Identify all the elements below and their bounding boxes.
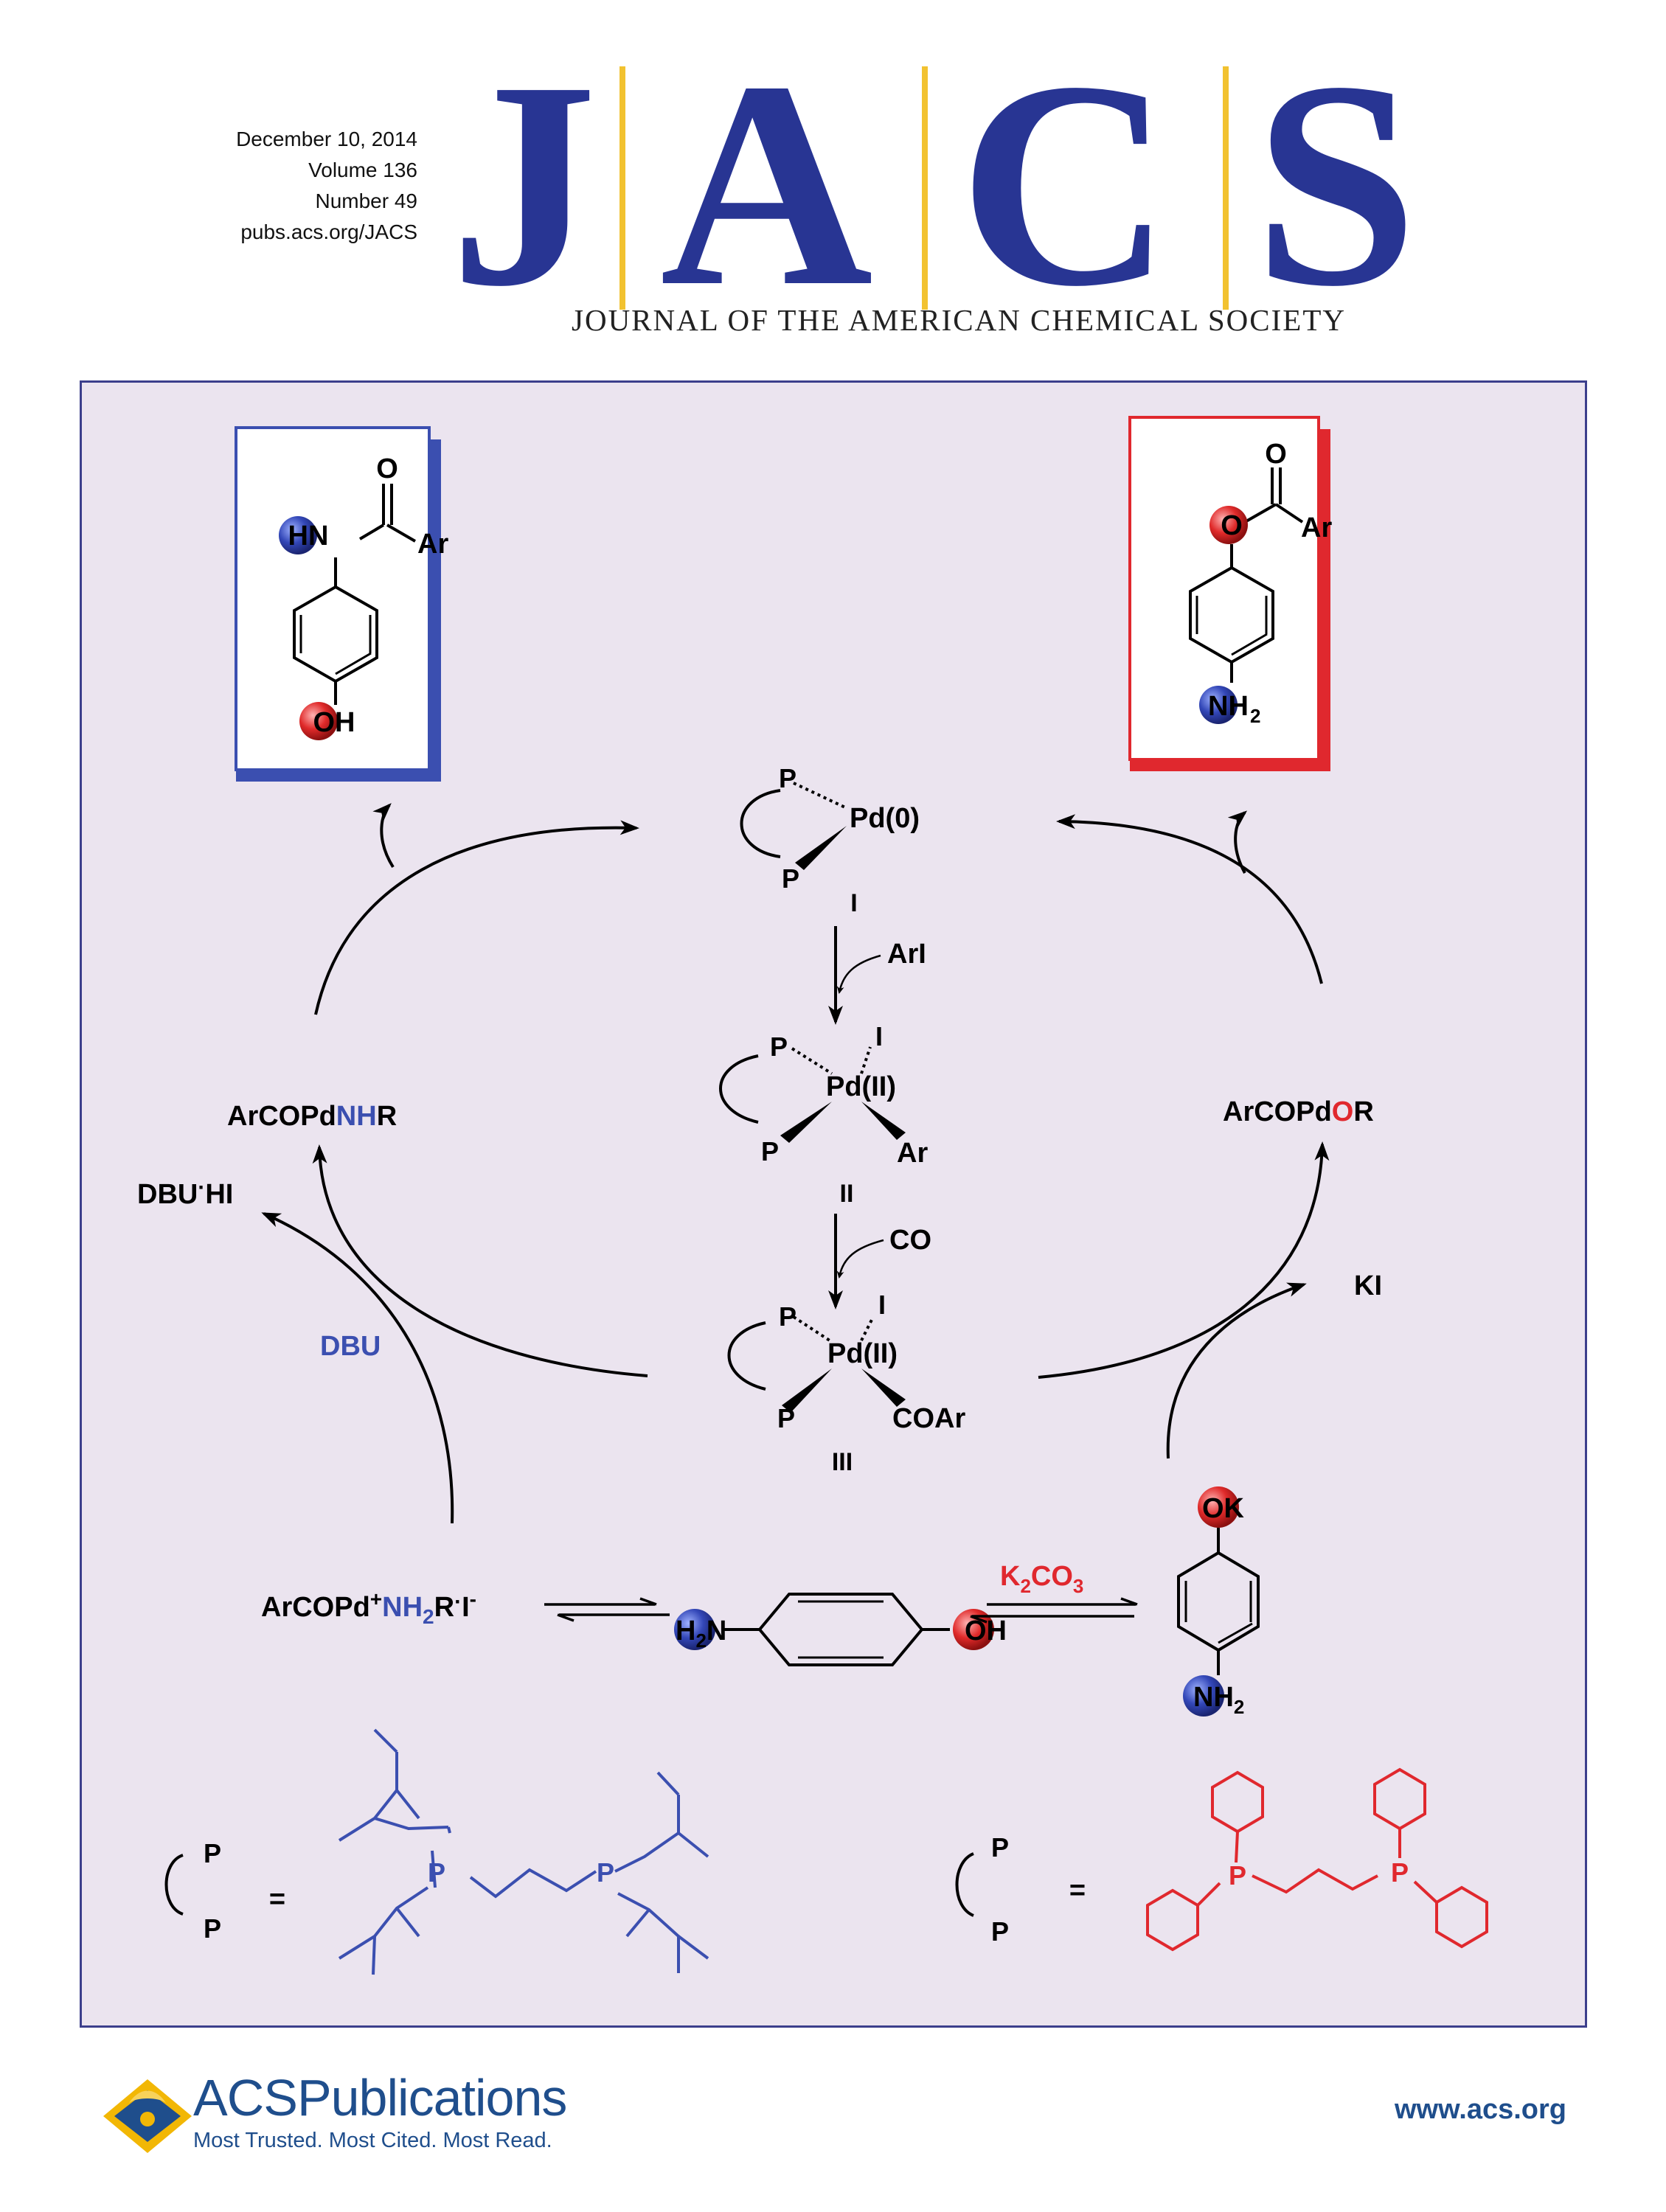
phenoxide-molecule: OK NH2 [1177, 1486, 1260, 1718]
pd0-p-top: P [779, 763, 796, 793]
oxygen-sphere [1198, 1486, 1239, 1528]
amide-product-box: HN O Ar OH [235, 426, 448, 782]
amide-carbonyl-o: O [376, 453, 398, 484]
ki-byproduct: KI [1354, 1270, 1382, 1301]
nitrogen-sphere [1199, 686, 1238, 724]
ester-nh-label: NH [1208, 691, 1249, 722]
equilibrium-arrow [544, 1597, 670, 1622]
acs-logo-icon[interactable] [100, 2072, 195, 2160]
issue-number: Number 49 [315, 189, 417, 212]
pd3-p-top: P [779, 1301, 796, 1332]
issue-url[interactable]: pubs.acs.org/JACS [240, 220, 417, 243]
pd3-iodide: I [878, 1290, 886, 1320]
aminophenol-h2n: H2N [676, 1615, 726, 1652]
pd3-compound-number: III [832, 1448, 853, 1476]
ligand-left-p-a: P [428, 1857, 445, 1888]
acs-publications-brand[interactable]: ACSPublications [193, 2068, 567, 2127]
ammonium-intermediate: ArCOPd+NH2R·I- [261, 1587, 476, 1628]
ligand-right-p-top: P [991, 1832, 1009, 1863]
amide-ar-label: Ar [417, 529, 448, 560]
publications-wordmark: Publications [296, 2069, 567, 2126]
pd2-p-bottom: P [761, 1136, 779, 1166]
pd3-acyl: COAr [892, 1403, 965, 1434]
ligand-left-p-b: P [597, 1857, 614, 1888]
ester-ar-label: Ar [1301, 512, 1332, 543]
alkoxo-intermediate: ArCOPdOR [1223, 1096, 1374, 1127]
ligand-right-p-b: P [1391, 1857, 1409, 1888]
masthead-letter-j: J [450, 21, 597, 347]
journal-masthead: J A C S [442, 37, 1431, 354]
amide-oh-label: OH [313, 707, 355, 738]
acs-website-link[interactable]: www.acs.org [1395, 2094, 1566, 2125]
catalytic-cycle-scheme: HN O Ar OH O O Ar NH 2 [137, 416, 1488, 1975]
dbu-base: DBU [320, 1331, 381, 1362]
masthead-letter-a: A [660, 21, 873, 347]
pd0-p-bottom: P [782, 863, 799, 894]
acs-wordmark: ACS [193, 2069, 298, 2126]
pd2-iodide: I [875, 1021, 883, 1051]
ligand-left-p-bottom: P [204, 1913, 221, 1944]
ligand-right-definition: P P = P P [955, 1767, 1488, 1952]
ligand-left-equals: = [269, 1884, 285, 1915]
amide-hn-label: HN [288, 521, 329, 552]
masthead-divider [619, 66, 625, 310]
ester-nh-subscript: 2 [1250, 705, 1260, 727]
pd2-compound-number: II [840, 1180, 854, 1208]
pd0-metal-label: Pd(0) [850, 803, 920, 834]
masthead-divider [922, 66, 928, 310]
masthead-letter-s: S [1254, 21, 1418, 347]
k2co3-equilibrium: K2CO3 [970, 1561, 1138, 1624]
pd3-p-bottom: P [777, 1403, 795, 1433]
phenoxide-nh2: NH2 [1193, 1682, 1244, 1718]
nitrogen-sphere [674, 1609, 715, 1650]
pd2-metal-label: Pd(II) [826, 1071, 896, 1102]
oxygen-sphere [1209, 506, 1248, 544]
issue-info: December 10, 2014 Volume 136 Number 49 p… [170, 124, 417, 248]
ligand-left-definition: P P = P P [164, 1728, 709, 1975]
dbu-hi-byproduct: DBU·HI [137, 1175, 233, 1210]
masthead-letter-c: C [959, 21, 1172, 347]
ester-product-box: O O Ar NH 2 [1128, 416, 1332, 771]
aminophenol-oh: OH [965, 1615, 1007, 1646]
ligand-right-p-a: P [1229, 1860, 1246, 1891]
oxygen-sphere [299, 702, 338, 740]
phenoxide-ok: OK [1202, 1493, 1245, 1524]
ester-o-label: O [1221, 510, 1243, 541]
co-insertion-step: CO [828, 1214, 931, 1310]
catalytic-cycle-arrows [261, 803, 1330, 1524]
oxygen-sphere [953, 1609, 994, 1650]
aminophenol-molecule: H2N OH [674, 1593, 1007, 1666]
issue-volume: Volume 136 [308, 159, 417, 181]
nitrogen-sphere [1183, 1675, 1224, 1717]
pd3-metal-label: Pd(II) [827, 1338, 898, 1369]
amido-intermediate: ArCOPdNHR [227, 1101, 397, 1132]
pd0-compound-number: I [850, 889, 857, 917]
pd2-p-top: P [770, 1032, 788, 1062]
co-reagent: CO [889, 1225, 931, 1256]
issue-date: December 10, 2014 [236, 128, 417, 150]
ligand-right-p-bottom: P [991, 1916, 1009, 1947]
nitrogen-sphere [279, 516, 317, 554]
pd2-aryl-complex: P I Pd(II) P Ar II [719, 1021, 928, 1208]
ligand-right-equals: = [1069, 1875, 1086, 1906]
ari-reagent: ArI [887, 939, 926, 970]
ligand-left-p-top: P [204, 1838, 221, 1868]
k2co3-reagent: K2CO3 [1000, 1561, 1083, 1597]
ester-carbonyl-o: O [1265, 439, 1287, 470]
pd2-aryl: Ar [897, 1138, 928, 1169]
acs-tagline: Most Trusted. Most Cited. Most Read. [193, 2129, 552, 2152]
masthead-divider [1223, 66, 1229, 310]
oxidative-addition-step: ArI [828, 926, 926, 1025]
journal-subtitle: JOURNAL OF THE AMERICAN CHEMICAL SOCIETY [572, 303, 1346, 337]
pd0-complex: P P Pd(0) I [740, 763, 920, 917]
pd2-acyl-complex: P I Pd(II) P COAr III [727, 1290, 965, 1476]
